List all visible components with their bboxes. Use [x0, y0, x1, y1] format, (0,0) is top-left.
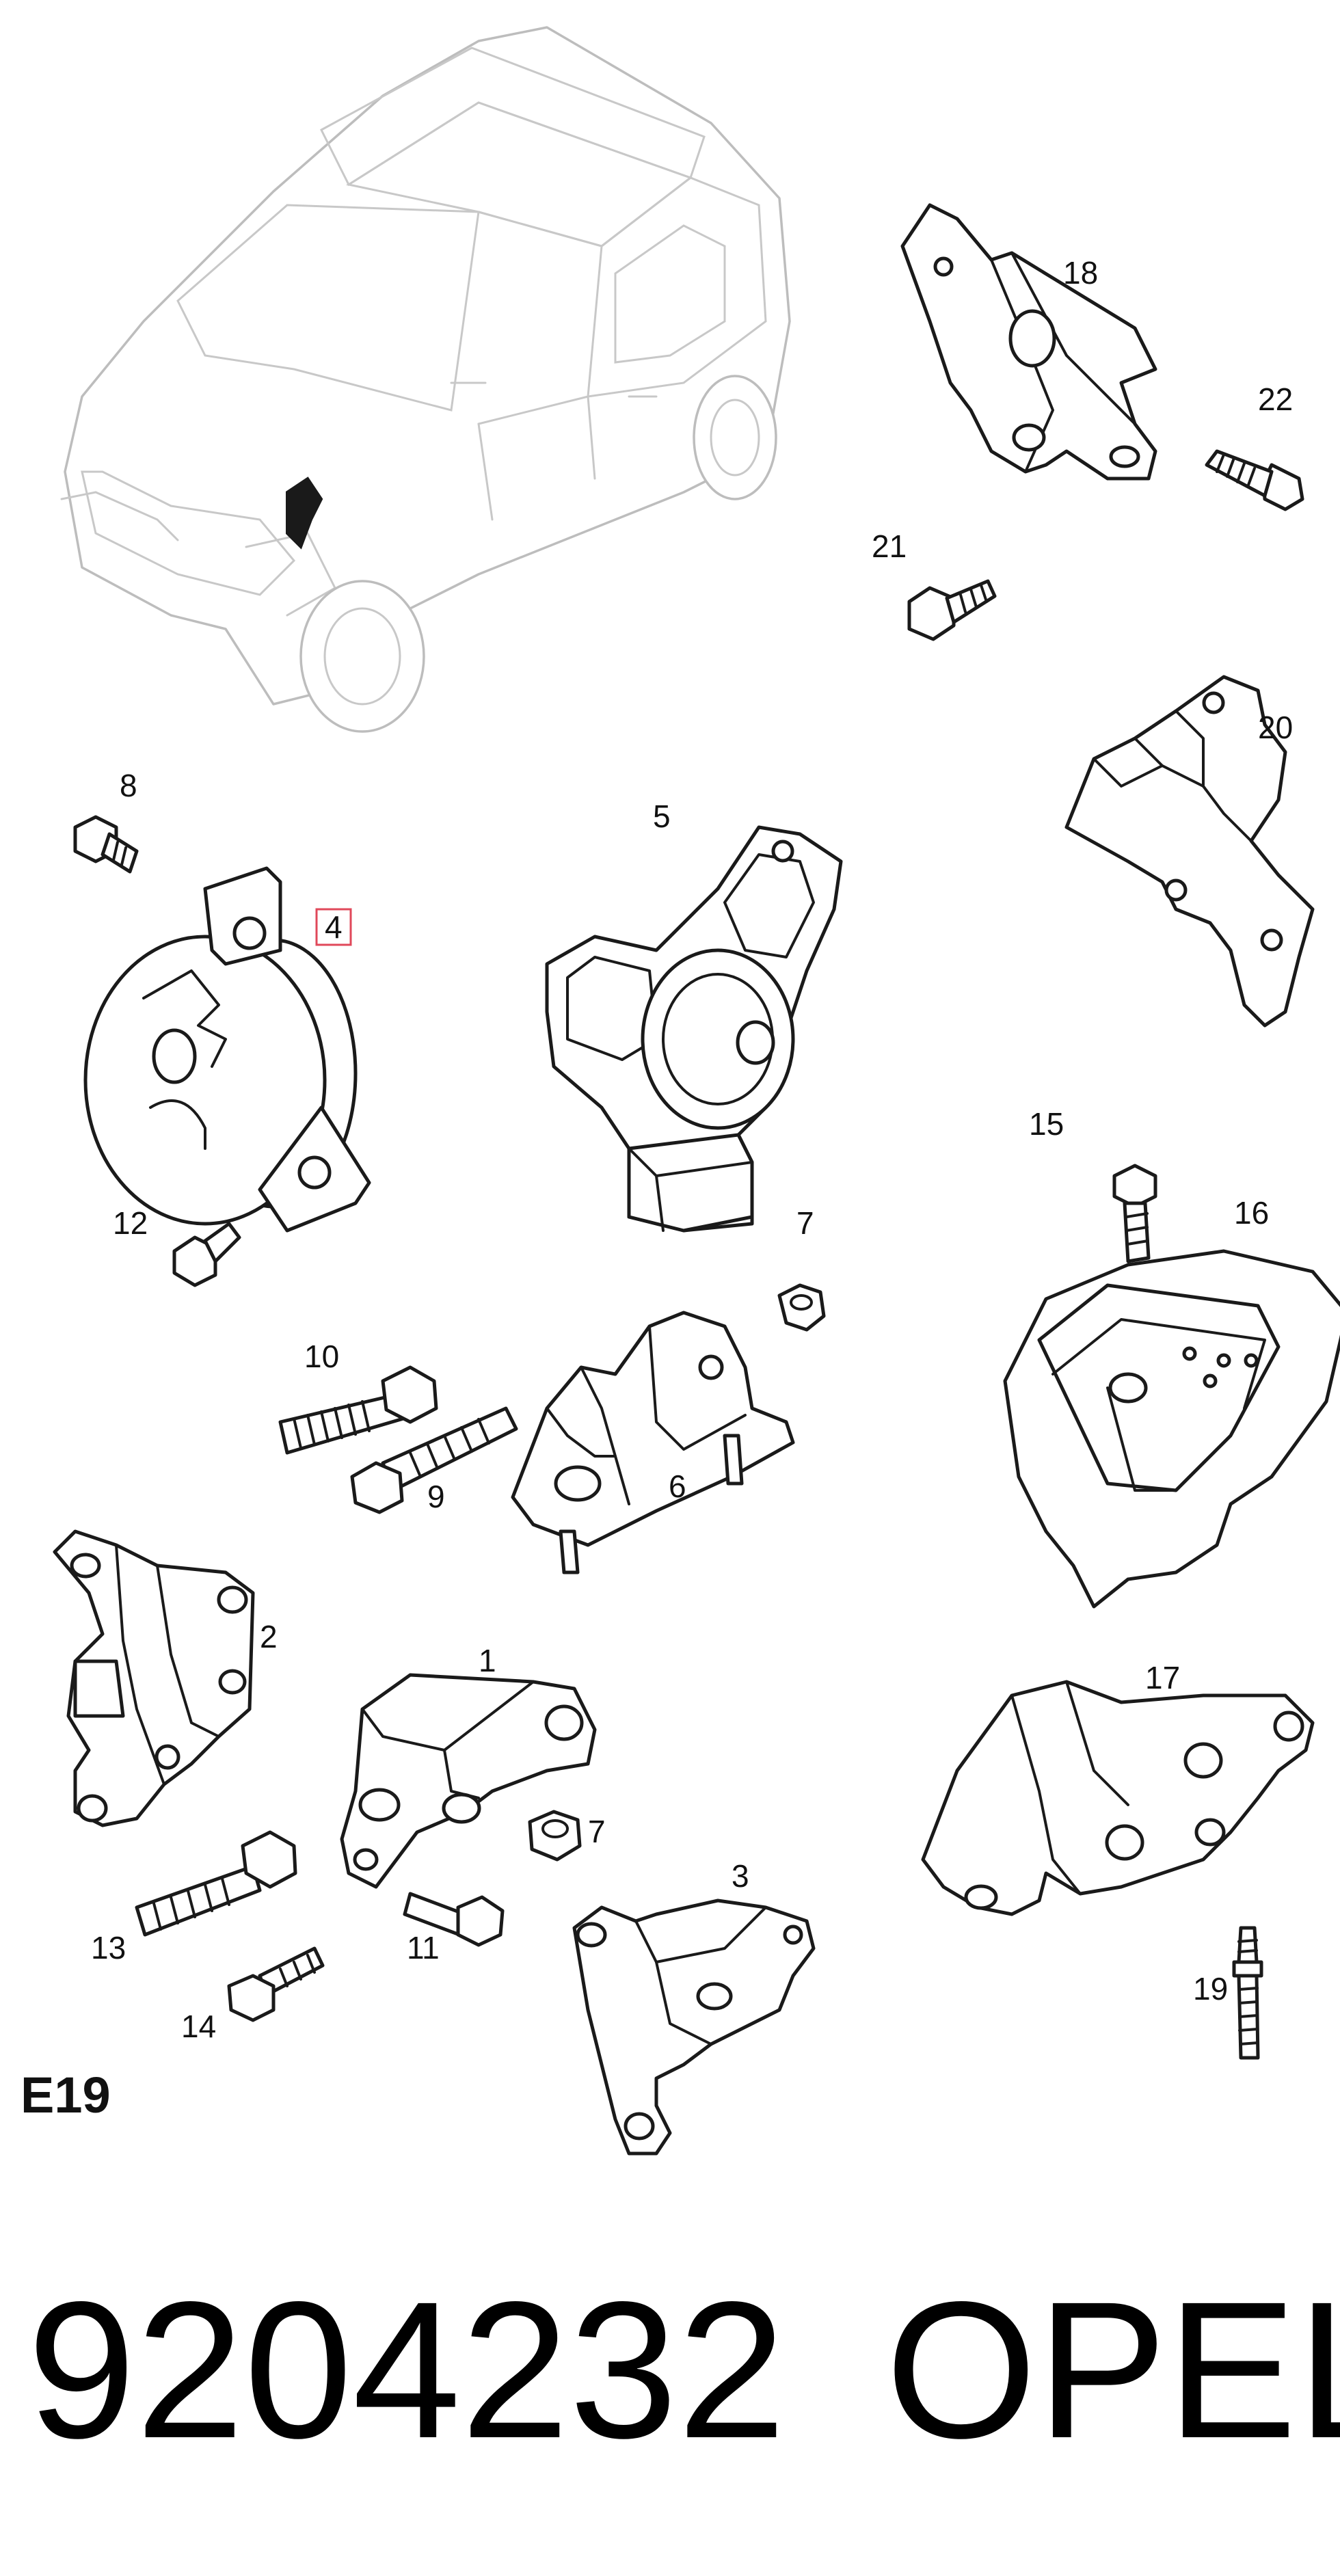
part-14-bolt: [227, 1946, 325, 2022]
part-16-cover: [1003, 1249, 1340, 1609]
callout-15: 15: [1029, 1106, 1064, 1142]
part-6-bracket: [511, 1311, 795, 1574]
part-4-engine-mount: [83, 866, 371, 1233]
callout-13: 13: [91, 1930, 126, 1965]
part-9-bolt: [350, 1406, 518, 1514]
callout-2: 2: [260, 1619, 278, 1654]
part-21-bolt: [907, 579, 997, 641]
part-7-nut-upper: [777, 1283, 826, 1332]
part-number: 9204232: [27, 2262, 786, 2479]
brand-name: OPEL: [885, 2262, 1340, 2479]
callout-20: 20: [1258, 710, 1293, 745]
callout-5: 5: [653, 799, 671, 834]
part-19-stud: [1232, 1926, 1263, 2060]
callout-3: 3: [732, 1858, 749, 1894]
callout-8: 8: [120, 768, 137, 803]
callout-10: 10: [304, 1339, 339, 1374]
callout-12: 12: [113, 1205, 148, 1241]
callout-17: 17: [1145, 1660, 1180, 1695]
callout-22: 22: [1258, 381, 1293, 417]
callout-16: 16: [1234, 1195, 1269, 1231]
part-8-bolt: [73, 815, 139, 874]
part-22-bolt: [1205, 449, 1304, 511]
part-10-bolt: [278, 1365, 438, 1455]
callout-7-lower: 7: [588, 1814, 606, 1849]
part-1-bracket: [340, 1673, 597, 1889]
callout-labels: 1 2 3 4 5 6 7 7 8 9 10 11 12 13 14 15 16…: [91, 255, 1293, 2044]
callout-18: 18: [1063, 255, 1098, 291]
callout-11: 11: [407, 1930, 440, 1965]
part-11-bolt: [403, 1892, 505, 1947]
callout-21: 21: [872, 528, 907, 564]
part-20-bracket: [1064, 675, 1315, 1028]
part-2-bracket: [53, 1529, 255, 1827]
callout-6: 6: [669, 1468, 686, 1504]
callout-19: 19: [1193, 1971, 1228, 2007]
section-code: E19: [21, 2067, 111, 2123]
callout-4-highlight: [315, 908, 352, 946]
callout-9: 9: [427, 1479, 445, 1514]
part-15-bolt: [1112, 1164, 1157, 1263]
callout-14: 14: [181, 2009, 216, 2044]
part-3-bracket: [572, 1899, 816, 2156]
callout-4: 4: [325, 909, 343, 945]
callout-7-upper: 7: [796, 1205, 814, 1241]
part-7-nut-lower: [528, 1810, 582, 1862]
part-12-bolt: [172, 1222, 241, 1287]
callout-1: 1: [479, 1643, 496, 1678]
part-18-bracket: [900, 203, 1157, 481]
vehicle-illustration: [60, 26, 791, 733]
part-17-bracket: [921, 1680, 1315, 1916]
part-5-mount: [545, 825, 843, 1233]
part-13-bolt: [135, 1830, 297, 1937]
